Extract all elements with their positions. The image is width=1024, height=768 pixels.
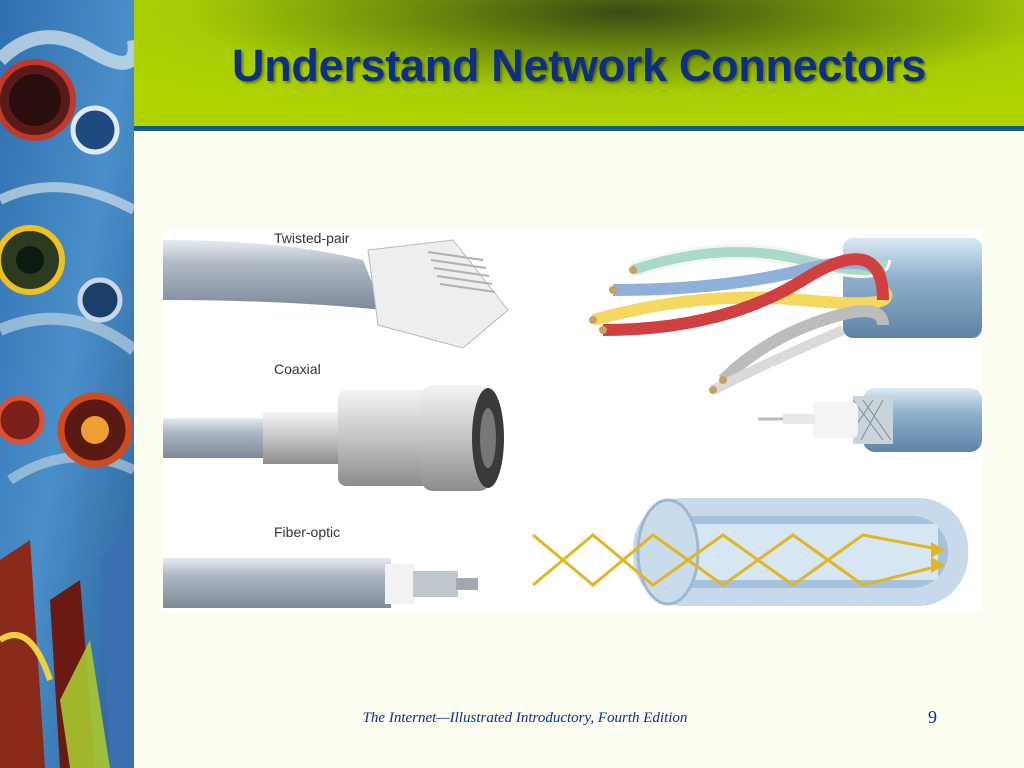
slide-title: Understand Network Connectors xyxy=(232,40,926,91)
coaxial-label: Coaxial xyxy=(274,361,321,377)
cables-illustration xyxy=(163,238,982,608)
page-number: 9 xyxy=(928,707,937,727)
footer-book-title: The Internet—Illustrated Introductory, F… xyxy=(362,710,688,726)
title-divider xyxy=(134,126,1024,131)
network-cables-figure: Twisted-pair Coaxial Fiber-optic xyxy=(163,230,982,611)
side-painting xyxy=(0,0,134,768)
fiber-optic-label: Fiber-optic xyxy=(274,524,341,540)
title-band xyxy=(134,0,1024,126)
twisted-pair-label: Twisted-pair xyxy=(274,230,350,246)
